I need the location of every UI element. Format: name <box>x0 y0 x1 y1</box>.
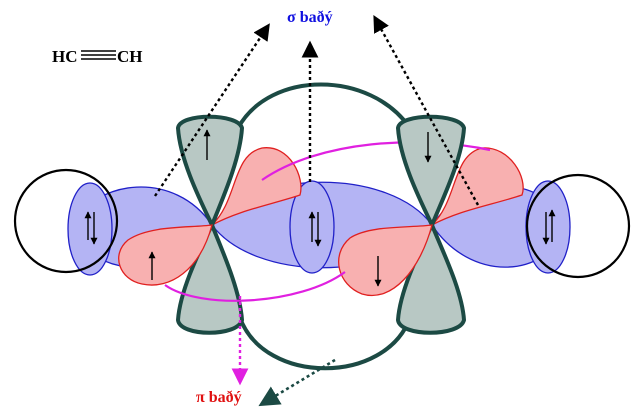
sigma-bond-label: σ baðý <box>287 9 333 26</box>
pi-pointer-arrow-dark <box>258 358 336 407</box>
hydrogen-s-orbital-left <box>13 168 119 274</box>
pi-overlap-line-lower <box>164 271 346 302</box>
formula-ch: CH <box>117 47 143 66</box>
hydrogen-s-orbital-right <box>525 173 631 279</box>
pi-bond-label: π baðý <box>196 389 242 406</box>
triple-bond-icon <box>81 50 116 60</box>
pi-lobe-back-right <box>431 147 524 226</box>
electron-pair-icon <box>84 211 98 245</box>
electron-pair-icon <box>542 209 556 245</box>
formula: HC CH <box>52 47 143 66</box>
p-orbital-left <box>175 114 245 335</box>
formula-hc: HC <box>52 47 78 66</box>
pi-bond-outline-ring <box>236 82 412 371</box>
pi-lobe-front-left <box>118 224 213 286</box>
pi-lobe-back-left <box>211 147 302 226</box>
sigma-pointer-arrows <box>154 15 480 206</box>
p-orbital-right <box>395 114 467 335</box>
electron-pair-icon <box>308 211 322 247</box>
